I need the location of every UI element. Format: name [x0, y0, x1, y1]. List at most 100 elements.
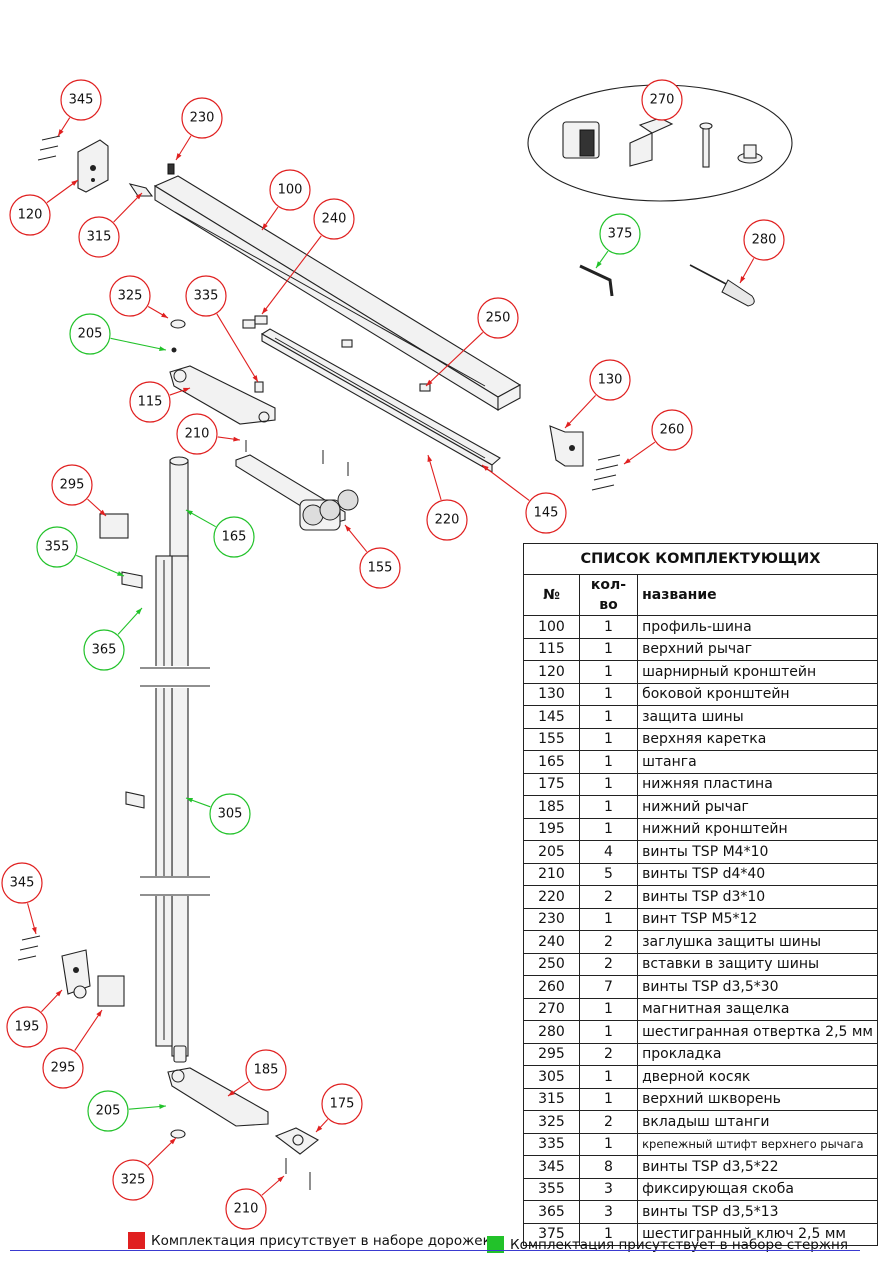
cell-qty: 3 — [578, 1177, 639, 1201]
cell-name: винты TSP d3*10 — [637, 885, 878, 909]
callout-circle — [359, 547, 401, 589]
cell-qty: 1 — [578, 615, 639, 639]
leader-arrowhead — [55, 990, 62, 997]
fixing-bracket-mid — [125, 791, 145, 809]
callout-label: 195 — [15, 1020, 40, 1035]
leader-arrowhead — [99, 509, 106, 516]
callout-label: 250 — [486, 311, 511, 326]
legend-item-green: Комплектация присутствует в наборе стерж… — [487, 1236, 848, 1253]
callout-label: 325 — [118, 289, 143, 304]
cell-qty: 1 — [578, 907, 639, 931]
cell-qty: 3 — [578, 1200, 639, 1224]
callout-120: 120 — [9, 179, 79, 236]
callout-260: 260 — [623, 409, 693, 465]
rail-profile — [153, 163, 522, 411]
cell-name: нижний рычаг — [637, 795, 878, 819]
cell-num: 210 — [523, 862, 580, 886]
rail-protection — [242, 315, 501, 473]
leader-line — [74, 1009, 103, 1051]
callout-circle — [743, 219, 785, 261]
legend-red-text: Комплектация присутствует в наборе дорож… — [151, 1232, 491, 1249]
column-header-number: № — [523, 574, 580, 616]
leader-arrowhead — [277, 1176, 284, 1183]
cell-qty: 7 — [578, 975, 639, 999]
leader-line — [113, 192, 143, 223]
callout-205: 205 — [87, 1090, 167, 1132]
top-pivot — [128, 183, 154, 197]
callout-325: 325 — [109, 275, 169, 319]
cell-qty: 1 — [578, 1132, 639, 1156]
callout-circle — [245, 1049, 287, 1091]
callout-circle — [36, 526, 78, 568]
leader-arrowhead — [186, 510, 193, 516]
callout-155: 155 — [344, 524, 401, 589]
callout-195: 195 — [6, 989, 63, 1048]
callout-circle — [313, 198, 355, 240]
cell-num: 270 — [523, 997, 580, 1021]
column-header-quantity: кол-во — [578, 574, 639, 616]
callout-circle — [651, 409, 693, 451]
callout-label: 155 — [368, 561, 393, 576]
callout-circle — [599, 213, 641, 255]
door-jamb — [140, 555, 210, 1047]
callout-circle — [321, 1083, 363, 1125]
cell-qty: 1 — [578, 772, 639, 796]
leader-arrowhead — [316, 1125, 323, 1132]
cell-qty: 2 — [578, 930, 639, 954]
cell-num: 115 — [523, 637, 580, 661]
rod — [169, 456, 189, 1063]
side-bracket — [549, 425, 621, 491]
cell-qty: 2 — [578, 952, 639, 976]
legend-green-text: Комплектация присутствует в наборе стерж… — [510, 1236, 848, 1253]
cell-name: крепежный штифт верхнего рычага — [637, 1132, 878, 1156]
upper-carriage — [235, 440, 359, 531]
cell-name: винты TSP M4*10 — [637, 840, 878, 864]
callout-circle — [209, 793, 251, 835]
cell-num: 130 — [523, 682, 580, 706]
callout-label: 240 — [322, 212, 347, 227]
gasket-bottom — [97, 975, 125, 1007]
leader-line — [110, 337, 167, 351]
callout-label: 115 — [138, 395, 163, 410]
callout-label: 305 — [218, 807, 243, 822]
parts-list-title: СПИСОК КОМПЛЕКТУЮЩИХ — [523, 543, 878, 575]
callout-circle — [477, 297, 519, 339]
cell-name: защита шины — [637, 705, 878, 729]
leader-arrowhead — [262, 223, 268, 230]
callout-335: 335 — [185, 275, 259, 383]
cell-qty: 5 — [578, 862, 639, 886]
callout-175: 175 — [315, 1083, 363, 1133]
cell-num: 165 — [523, 750, 580, 774]
cell-num: 295 — [523, 1042, 580, 1066]
leader-arrowhead — [183, 387, 190, 393]
callout-label: 175 — [330, 1097, 355, 1112]
cell-qty: 4 — [578, 840, 639, 864]
cell-num: 335 — [523, 1132, 580, 1156]
cell-num: 315 — [523, 1087, 580, 1111]
callout-circle — [9, 194, 51, 236]
hex-screwdriver — [689, 264, 755, 307]
callout-115: 115 — [129, 381, 191, 423]
callout-345: 345 — [1, 862, 43, 935]
leader-arrowhead — [427, 455, 433, 462]
callout-130: 130 — [564, 359, 631, 429]
cell-name: заглушка защиты шины — [637, 930, 878, 954]
leader-arrowhead — [31, 927, 37, 934]
cell-name: вставки в защиту шины — [637, 952, 878, 976]
callout-circle — [87, 1090, 129, 1132]
leader-arrowhead — [169, 1138, 176, 1145]
callout-circle — [269, 169, 311, 211]
cell-qty: 1 — [578, 750, 639, 774]
